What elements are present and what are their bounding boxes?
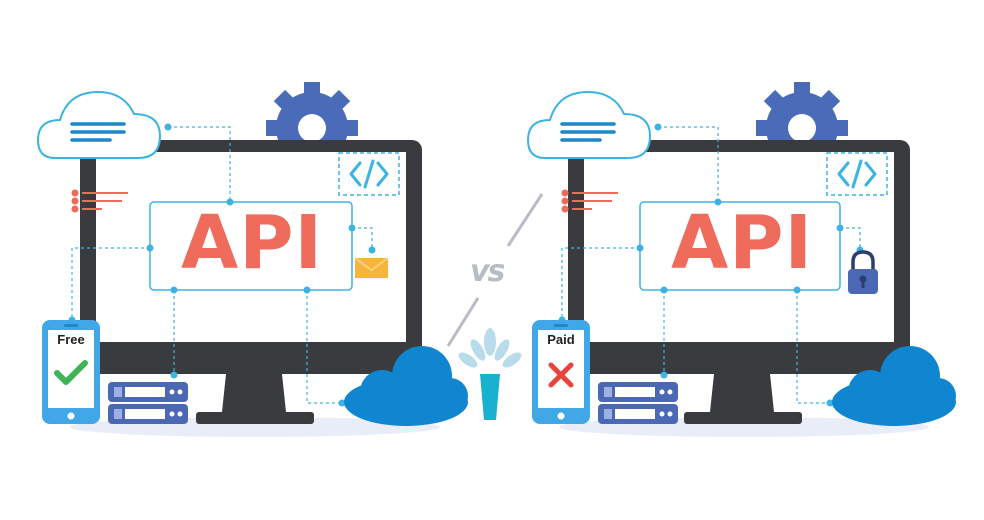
check-icon <box>54 360 88 385</box>
code-icon <box>338 152 400 196</box>
connector-lines <box>71 126 373 404</box>
list-icon <box>561 189 618 213</box>
outline-cloud-icon <box>526 90 652 159</box>
diagonal-divider <box>446 193 544 347</box>
paid-label: Paid <box>547 332 575 347</box>
code-icon <box>826 152 888 196</box>
paid-api-scene <box>526 82 956 437</box>
phone-icon <box>532 320 590 424</box>
free-label: Free <box>57 332 85 347</box>
padlock-icon <box>848 250 878 294</box>
server-rack-icon <box>108 382 188 424</box>
free-api-scene <box>36 82 468 437</box>
api-label-free: API <box>180 200 324 286</box>
api-label-paid: API <box>670 200 814 286</box>
versus-label: vs <box>470 254 505 289</box>
server-rack-icon <box>598 382 678 424</box>
list-icon <box>71 189 128 213</box>
solid-cloud-icon <box>344 346 468 426</box>
paid-api-illustration: API Paid <box>492 0 984 520</box>
cross-icon <box>548 362 574 388</box>
plant-icon <box>458 328 522 420</box>
solid-cloud-icon <box>832 346 956 426</box>
envelope-icon <box>354 257 389 278</box>
phone-icon <box>42 320 100 424</box>
free-api-illustration: API Free <box>36 82 468 437</box>
connector-lines <box>561 126 861 404</box>
outline-cloud-icon <box>36 90 162 159</box>
